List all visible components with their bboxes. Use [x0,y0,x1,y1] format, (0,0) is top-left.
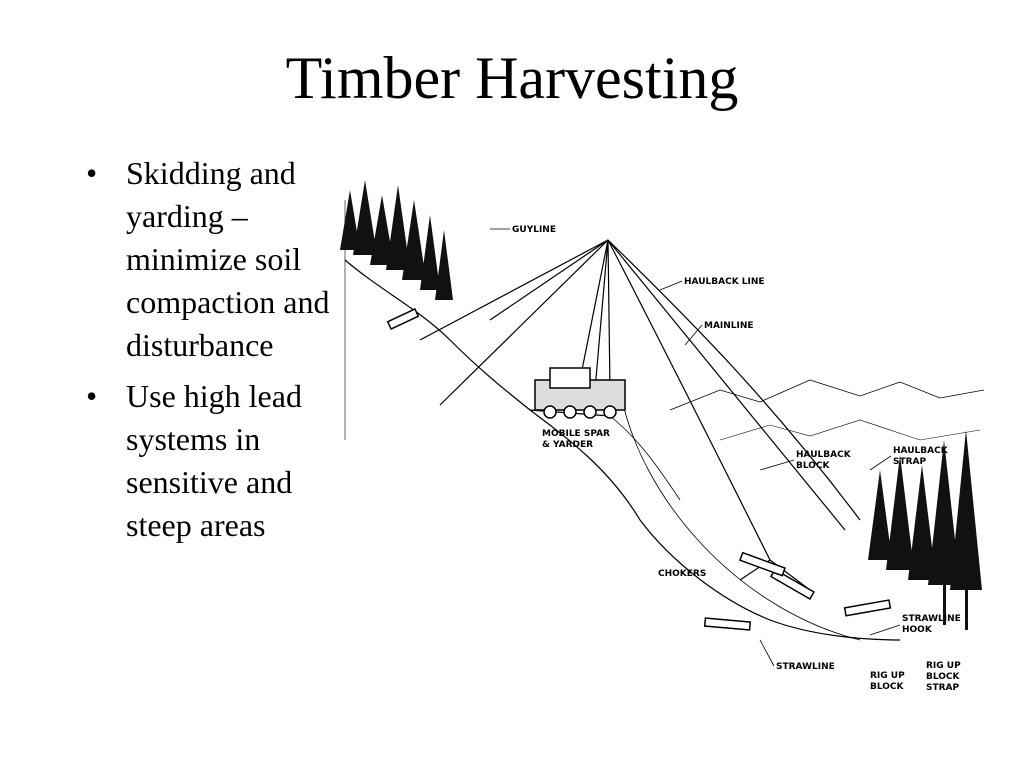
bullet-item: • Use high lead systems in sensitive and… [86,375,348,547]
label-rig-up-block-1: RIG UP [870,671,905,681]
bullet-text: Skidding and yarding – minimize soil com… [126,155,330,363]
tree-cluster-right [868,430,982,630]
diagram-svg: GUYLINE HAULBACK LINE MAINLINE MOBILE SP… [340,180,984,693]
bullet-list: • Skidding and yarding – minimize soil c… [86,152,348,555]
bullet-dot-icon: • [86,378,98,414]
cables [419,239,861,641]
label-rig-up-block-strap-3: STRAP [926,683,960,693]
label-rig-up-block-strap-2: BLOCK [926,672,961,682]
label-haulback-block-2: BLOCK [796,461,831,471]
bullet-dot-icon: • [86,155,98,191]
tree-cluster-left [340,180,453,300]
label-strawline-hook-1: STRAWLINE [902,614,961,624]
label-mobile-spar: MOBILE SPAR [542,429,610,439]
label-mainline: MAINLINE [704,321,754,331]
bullet-item: • Skidding and yarding – minimize soil c… [86,152,348,367]
slide-title: Timber Harvesting [285,45,739,111]
leader-lines [490,228,901,667]
label-guyline: GUYLINE [512,225,556,235]
label-strawline-hook-2: HOOK [902,625,933,635]
diagram-labels: GUYLINE HAULBACK LINE MAINLINE MOBILE SP… [512,225,961,693]
label-haulback-line: HAULBACK LINE [684,277,765,287]
mobile-spar-yarder [534,367,626,419]
label-haulback-block-1: HAULBACK [796,450,852,460]
label-rig-up-block-2: BLOCK [870,682,905,692]
label-haulback-strap-1: HAULBACK [893,446,949,456]
logs [386,308,892,631]
label-haulback-strap-2: STRAP [893,457,927,467]
label-strawline: STRAWLINE [776,662,835,672]
bullet-text: Use high lead systems in sensitive and s… [126,378,302,543]
label-yarder: & YARDER [542,440,593,450]
label-chokers: CHOKERS [658,569,706,579]
high-lead-yarding-diagram: GUYLINE HAULBACK LINE MAINLINE MOBILE SP… [340,140,984,700]
label-rig-up-block-strap-1: RIG UP [926,661,961,671]
